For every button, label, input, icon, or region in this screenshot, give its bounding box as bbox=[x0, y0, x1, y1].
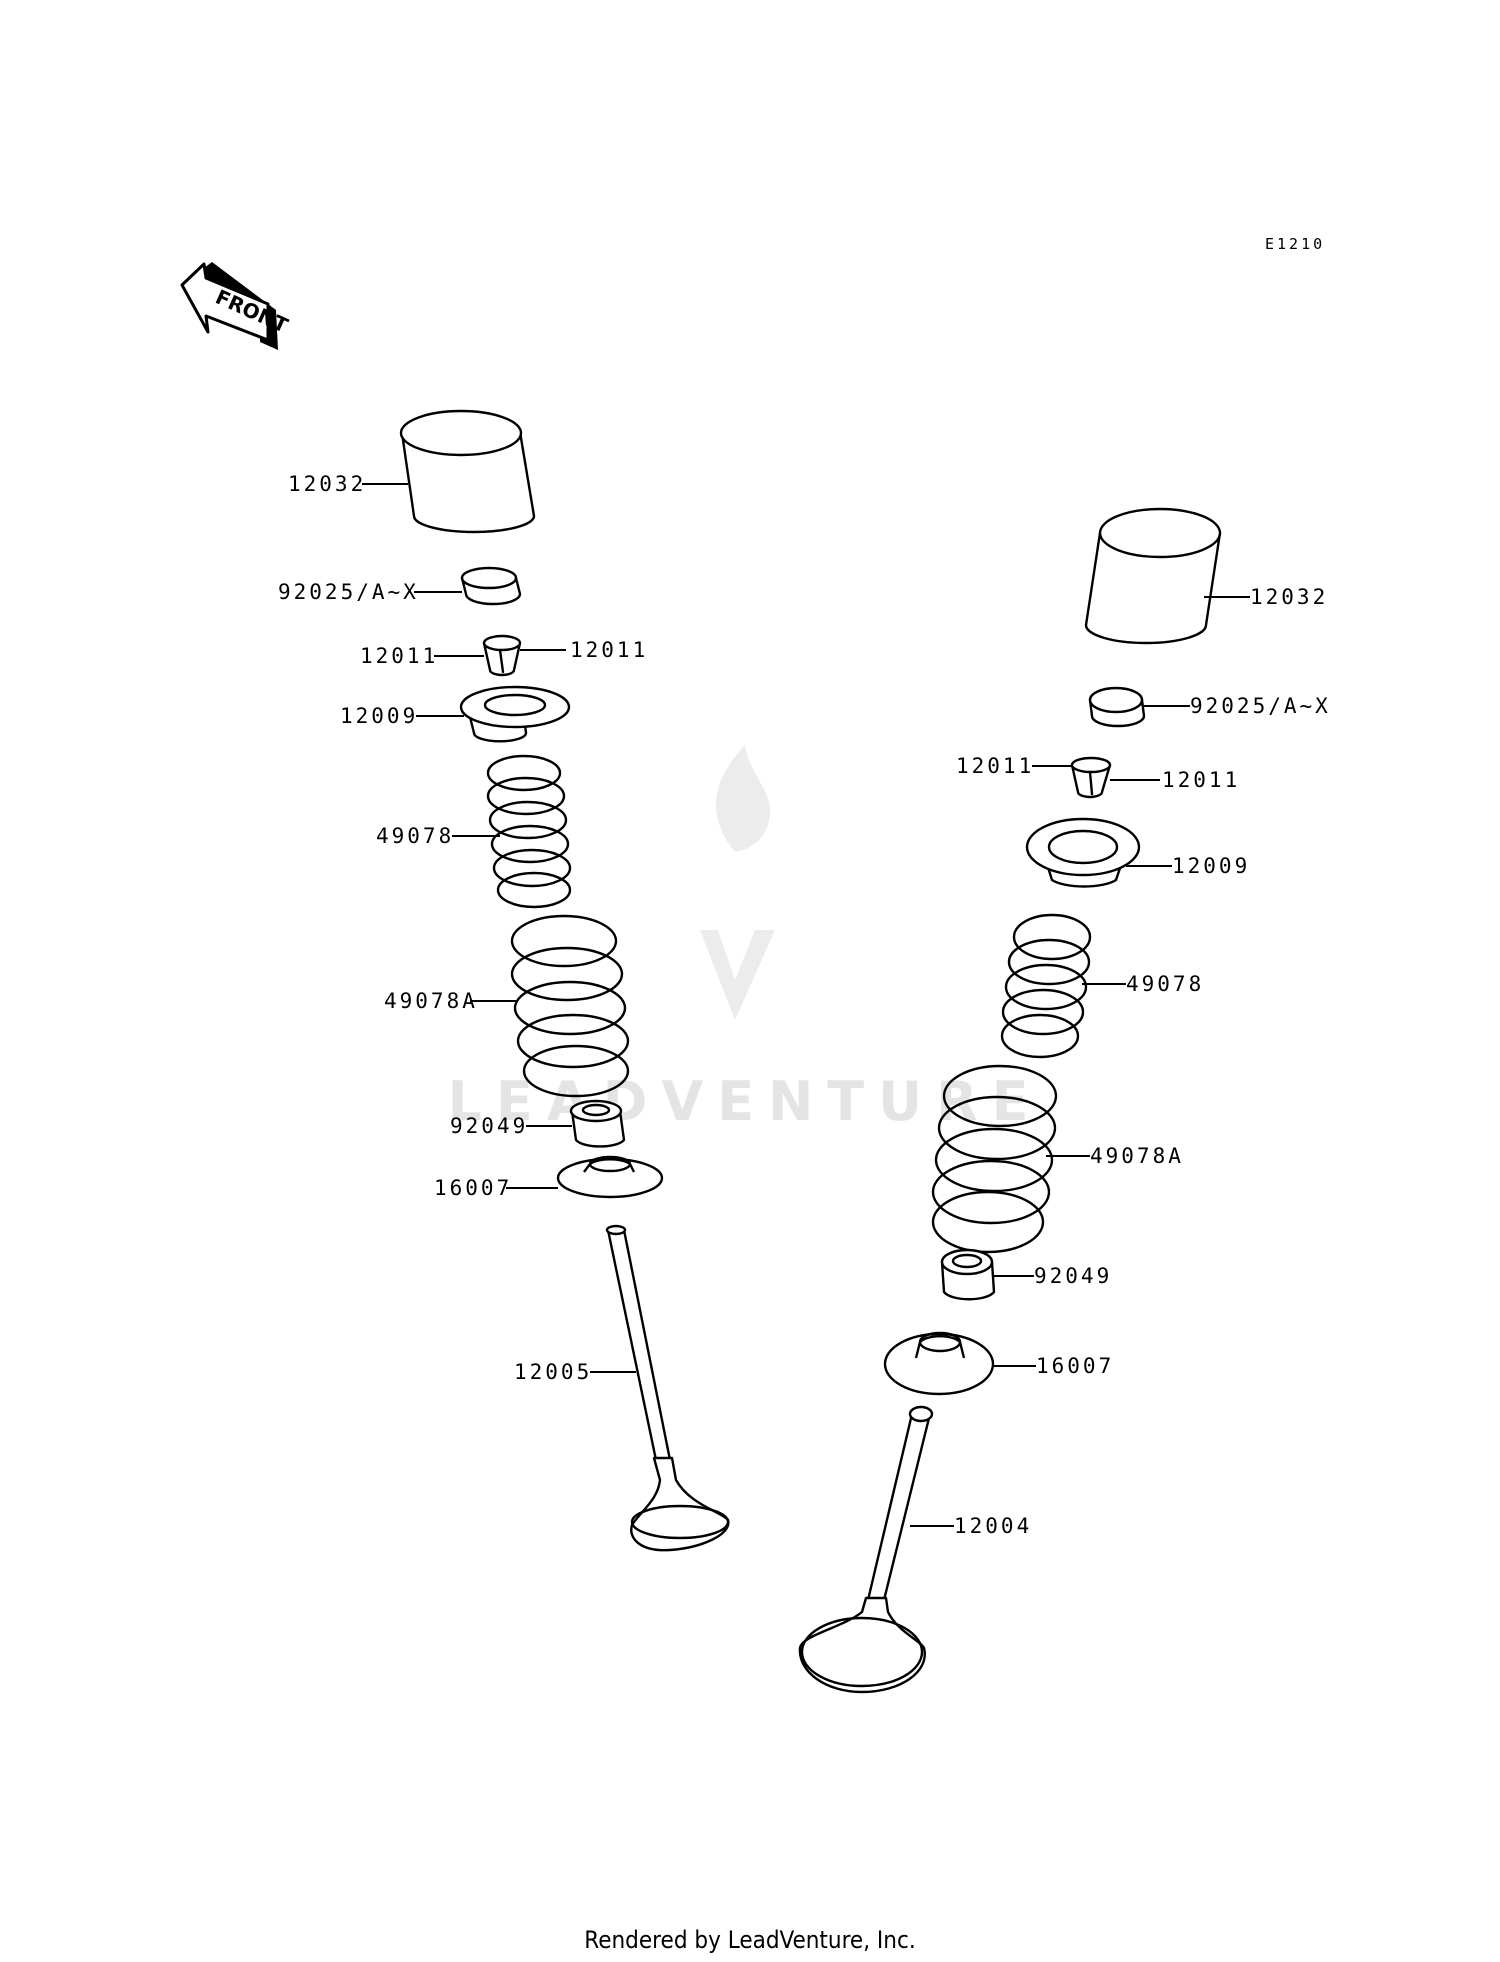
right-inner-spring bbox=[1000, 913, 1092, 1059]
label-left-shim[interactable]: 92025/A~X bbox=[278, 580, 419, 604]
label-left-outer-spring[interactable]: 49078A bbox=[384, 989, 478, 1013]
label-left-retainer[interactable]: 12009 bbox=[340, 704, 418, 728]
label-right-tappet[interactable]: 12032 bbox=[1250, 585, 1328, 609]
left-valve bbox=[605, 1224, 730, 1552]
left-valve-stack: 12032 92025/A~X 12011 12011 12009 bbox=[278, 409, 730, 1552]
right-outer-spring bbox=[931, 1064, 1058, 1254]
diagram-code: E1210 bbox=[1265, 235, 1325, 253]
left-retainer bbox=[459, 685, 571, 743]
right-keepers bbox=[1070, 756, 1112, 799]
watermark-flame-icon bbox=[715, 745, 770, 852]
left-shim bbox=[460, 566, 522, 606]
left-outer-spring bbox=[510, 914, 630, 1098]
watermark-v-icon bbox=[700, 930, 775, 1020]
right-tappet bbox=[1084, 507, 1222, 645]
right-valve-stack: 12032 92025/A~X 12011 12011 12009 bbox=[798, 507, 1331, 1694]
label-right-outer-spring[interactable]: 49078A bbox=[1090, 1144, 1184, 1168]
label-left-tappet[interactable]: 12032 bbox=[288, 472, 366, 496]
label-left-valve[interactable]: 12005 bbox=[514, 1360, 592, 1384]
right-retainer bbox=[1025, 817, 1141, 888]
label-left-spring-seat[interactable]: 16007 bbox=[434, 1176, 512, 1200]
label-right-spring-seat[interactable]: 16007 bbox=[1036, 1354, 1114, 1378]
left-valve-seal bbox=[569, 1099, 626, 1148]
watermark-text: LEADVENTURE bbox=[448, 1070, 1043, 1133]
label-right-keeper-left[interactable]: 12011 bbox=[956, 754, 1034, 778]
right-valve bbox=[798, 1405, 934, 1694]
label-left-inner-spring[interactable]: 49078 bbox=[376, 824, 454, 848]
label-right-valve[interactable]: 12004 bbox=[954, 1514, 1032, 1538]
footer-credit: Rendered by LeadVenture, Inc. bbox=[584, 1926, 916, 1954]
label-left-valve-seal[interactable]: 92049 bbox=[450, 1114, 528, 1138]
label-right-shim[interactable]: 92025/A~X bbox=[1190, 694, 1331, 718]
left-tappet bbox=[399, 409, 536, 534]
label-right-retainer[interactable]: 12009 bbox=[1172, 854, 1250, 878]
left-spring-seat bbox=[556, 1155, 664, 1199]
front-arrow: FRONT bbox=[180, 262, 292, 350]
watermark: LEADVENTURE bbox=[448, 745, 1043, 1133]
right-spring-seat bbox=[883, 1331, 995, 1396]
left-keepers bbox=[482, 634, 522, 677]
left-inner-spring bbox=[486, 754, 572, 909]
right-valve-seal bbox=[940, 1248, 996, 1301]
label-right-inner-spring[interactable]: 49078 bbox=[1126, 972, 1204, 996]
label-left-keeper-left[interactable]: 12011 bbox=[360, 644, 438, 668]
label-right-keeper-right[interactable]: 12011 bbox=[1162, 768, 1240, 792]
label-left-keeper-right[interactable]: 12011 bbox=[570, 638, 648, 662]
label-right-valve-seal[interactable]: 92049 bbox=[1034, 1264, 1112, 1288]
right-shim bbox=[1088, 686, 1146, 728]
